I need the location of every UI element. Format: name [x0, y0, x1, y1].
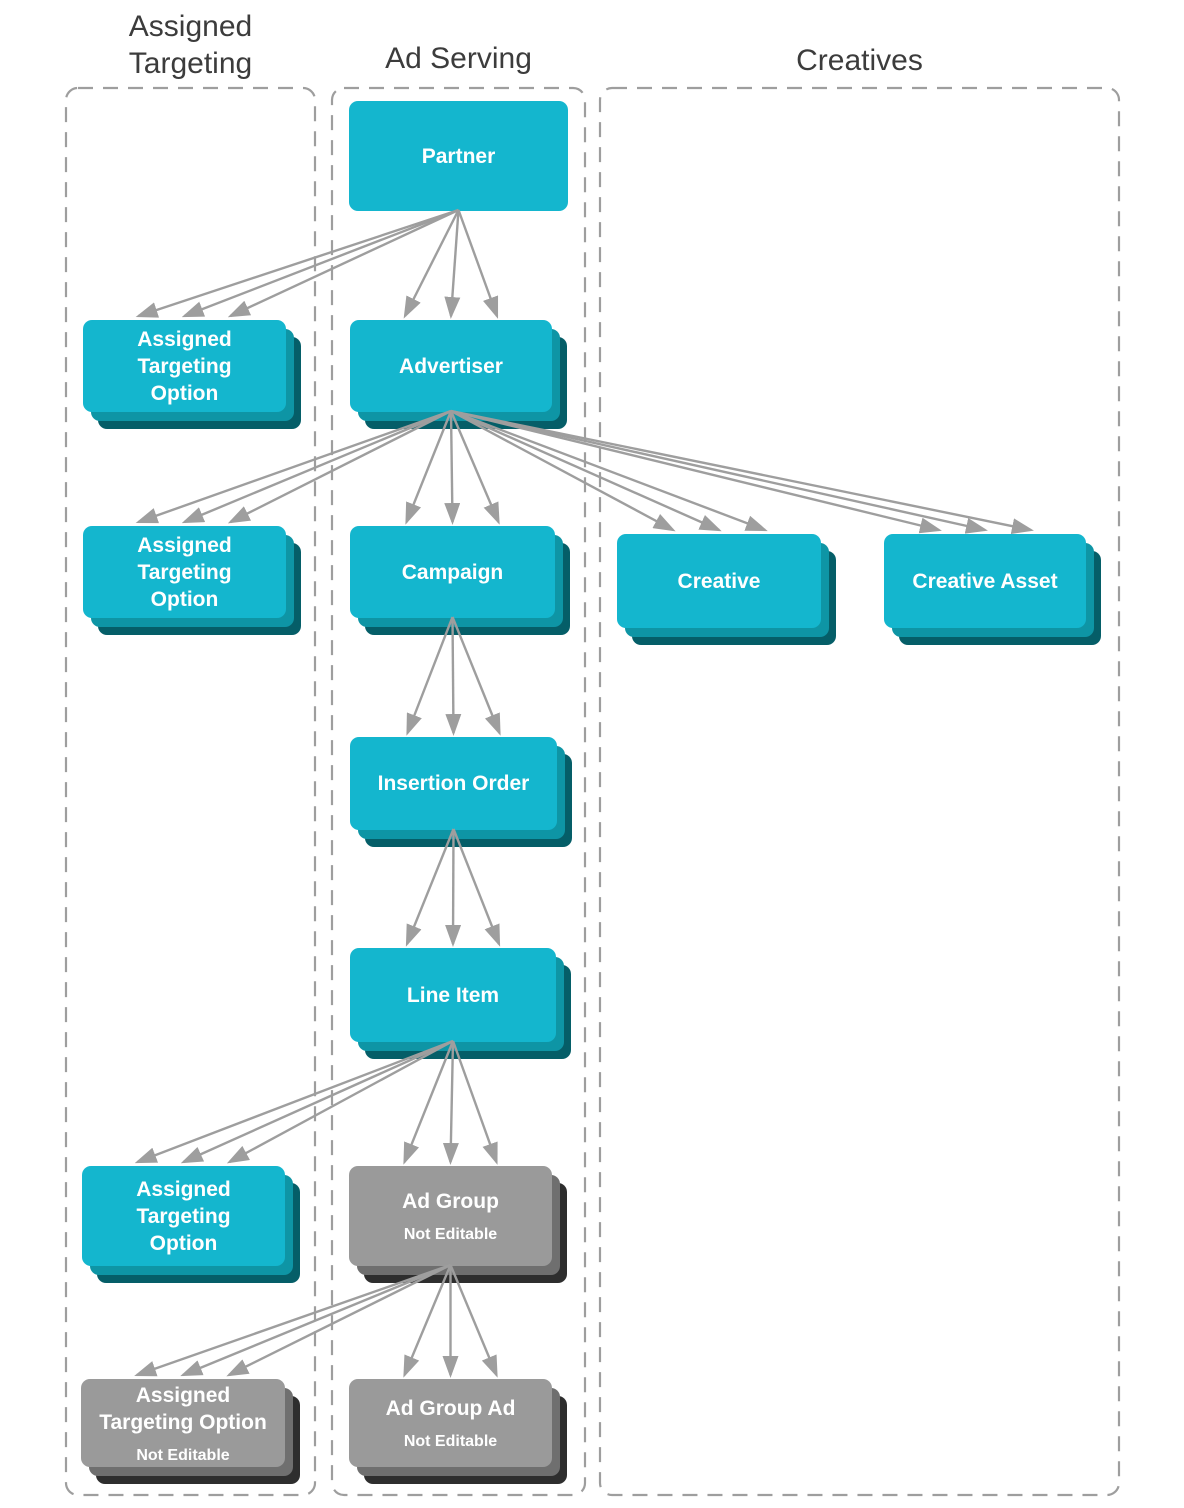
edge-partner-to-advertiser — [457, 209, 499, 319]
node-label: Partner — [421, 144, 496, 168]
edge-line-item-to-ad-group — [451, 1040, 498, 1165]
column-region-2 — [598, 86, 1121, 1497]
edge-partner-to-assigned-targeting-option-1 — [135, 208, 459, 318]
node-label: Creative Asset — [912, 569, 1058, 593]
node-label: Ad Group — [402, 1190, 499, 1213]
column-header-creatives: Creatives — [796, 44, 923, 77]
node-label: Assigned Targeting Option — [137, 327, 232, 405]
node-assigned-targeting-option-2: Assigned Targeting Option — [83, 526, 286, 618]
node-ad-group: Ad Group Not Editable — [349, 1166, 552, 1266]
node-assigned-targeting-option-1: Assigned Targeting Option — [83, 320, 286, 412]
node-assigned-targeting-option-4: Assigned Targeting Option Not Editable — [81, 1379, 285, 1467]
edge-partner-to-assigned-targeting-option-1 — [181, 208, 459, 318]
node-label: Line Item — [406, 983, 500, 1007]
node-label: Insertion Order — [377, 772, 530, 795]
column-borders — [64, 86, 1121, 1497]
node-label: Ad Group Ad — [385, 1397, 516, 1420]
node-line-item: Line Item — [350, 948, 556, 1042]
node-label: Advertiser — [399, 354, 503, 378]
node-creative-asset: Creative Asset — [884, 534, 1086, 628]
node-label: Assigned Targeting Option — [99, 1383, 267, 1434]
node-label: Assigned Targeting Option — [136, 1177, 231, 1255]
node-campaign: Campaign — [350, 526, 555, 618]
edge-partner-to-advertiser — [403, 209, 460, 319]
edge-line-item-to-assigned-targeting-option-3 — [226, 1039, 454, 1164]
edge-partner-to-advertiser — [444, 209, 461, 319]
node-assigned-targeting-option-3: Assigned Targeting Option — [82, 1166, 285, 1266]
node-advertiser: Advertiser — [350, 320, 552, 412]
node-creative: Creative — [617, 534, 821, 628]
edge-line-item-to-ad-group — [442, 1040, 459, 1165]
column-region-0 — [64, 86, 317, 1497]
node-label: Campaign — [401, 560, 504, 584]
node-insertion-order: Insertion Order — [350, 737, 557, 830]
edge-line-item-to-assigned-targeting-option-3 — [180, 1039, 454, 1164]
column-header-assigned-targeting: Assigned Targeting — [128, 10, 253, 80]
node-partner: Partner — [349, 101, 568, 211]
edge-line-item-to-assigned-targeting-option-3 — [134, 1039, 454, 1164]
edge-partner-to-assigned-targeting-option-1 — [227, 208, 460, 318]
column-header-ad-serving: Ad Serving — [385, 42, 532, 75]
edge-line-item-to-ad-group — [403, 1040, 455, 1165]
node-sublabel: Not Editable — [403, 1226, 498, 1243]
node-sublabel: Not Editable — [403, 1433, 498, 1450]
node-label: Assigned Targeting Option — [137, 533, 232, 611]
node-sublabel: Not Editable — [136, 1446, 230, 1464]
node-ad-group-ad: Ad Group Ad Not Editable — [349, 1379, 552, 1467]
node-label: Creative — [677, 569, 761, 593]
